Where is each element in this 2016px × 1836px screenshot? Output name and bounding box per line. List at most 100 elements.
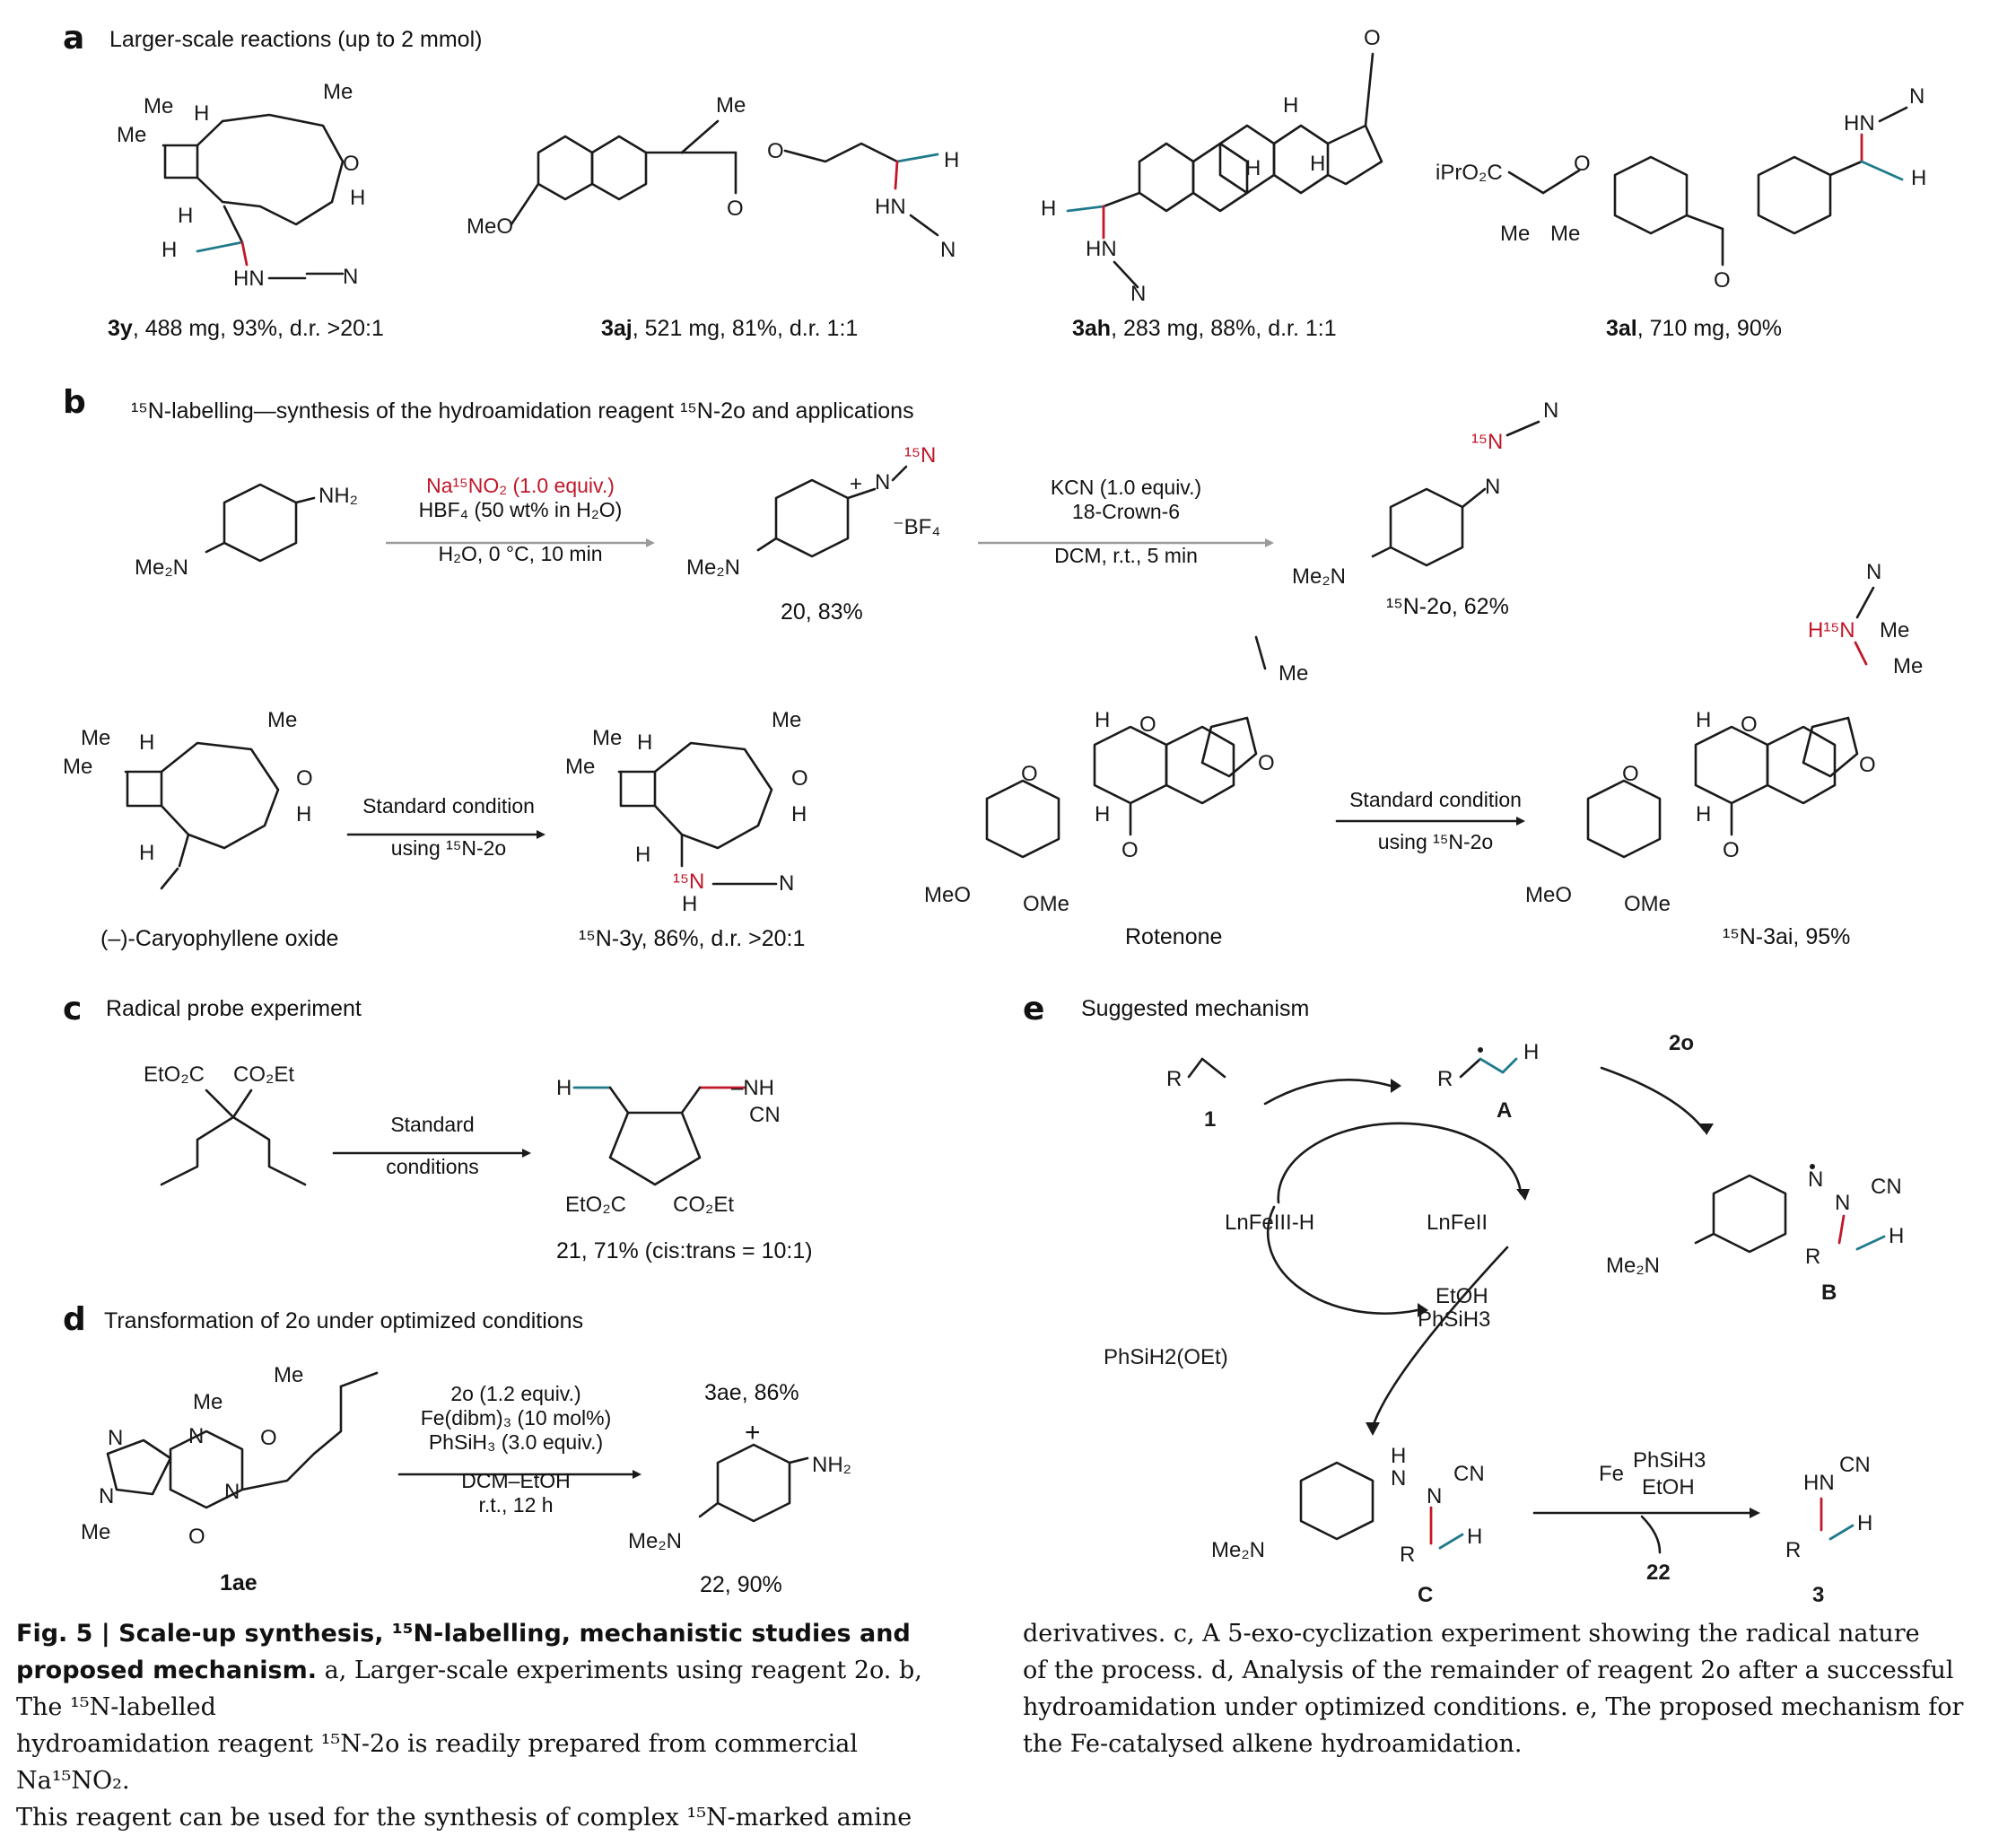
svg-text:MeO: MeO [1525,883,1572,907]
svg-text:O: O [1574,152,1591,176]
svg-text:–NH: –NH [731,1076,774,1100]
svg-text:N: N [1427,1484,1442,1508]
svg-text:EtOH: EtOH [1642,1475,1695,1499]
panel-d-title: Transformation of 2o under optimized con… [104,1308,584,1333]
svg-text:HN: HN [1086,237,1117,261]
svg-text:OMe: OMe [1624,892,1671,916]
svg-text:N: N [1485,475,1500,499]
svg-text:O: O [188,1525,205,1549]
svg-text:H: H [139,730,154,755]
svg-text:H: H [556,1076,572,1100]
caption-3y: 3y, 488 mg, 93%, d.r. >20:1 [108,316,384,341]
svg-text:H: H [350,186,365,210]
svg-text:O: O [1121,838,1139,862]
panel-b-title: ¹⁵N-labelling—synthesis of the hydroamid… [131,398,914,424]
caption-rotenone: Rotenone [1125,924,1223,949]
svg-text:N: N [1391,1466,1406,1491]
svg-text:C: C [1418,1583,1433,1607]
svg-text:H: H [1041,197,1056,221]
svg-text:CN: CN [1453,1462,1485,1486]
svg-text:H: H [682,892,697,916]
svg-text:H: H [1391,1444,1406,1468]
svg-text:PhSiH3: PhSiH3 [1633,1448,1706,1473]
svg-text:O: O [343,152,360,176]
svg-text:Me₂N: Me₂N [628,1529,682,1553]
arrow-b4 [1335,817,1525,826]
caption-20: 20, 83% [781,599,863,625]
svg-text:H: H [635,843,650,867]
svg-text:R: R [1437,1067,1453,1091]
svg-text:Me: Me [274,1363,303,1387]
svg-text:H: H [139,841,154,865]
svg-text:N: N [1909,84,1924,109]
svg-text:Me: Me [81,1520,110,1544]
svg-text:Me₂N: Me₂N [1606,1254,1660,1278]
cond-b3: Standard condition using ¹⁵N-2o [362,794,535,860]
panel-a-title: Larger-scale reactions (up to 2 mmol) [109,27,483,52]
structure-20: +N ¹⁵N ⁻BF₄ Me₂N [686,443,940,580]
svg-text:Me₂N: Me₂N [1211,1538,1265,1562]
caption-21: 21, 71% (cis:trans = 10:1) [556,1238,813,1263]
svg-text:Me: Me [1550,222,1580,246]
svg-text:O: O [1741,713,1758,737]
reagents-d: 2o (1.2 equiv.) Fe(dibm)₃ (10 mol%) PhSi… [420,1382,612,1517]
svg-text:CN: CN [1839,1453,1871,1477]
svg-text:Me: Me [592,726,622,750]
svg-text:H: H [1095,802,1110,826]
svg-text:H: H [1283,93,1298,118]
caption-1ae: 1ae [220,1570,257,1596]
figure-caption-right: derivatives. c, A 5-exo-cyclization expe… [1023,1615,2010,1762]
svg-text:O: O [1714,268,1731,293]
svg-text:N: N [940,238,956,262]
panel-letter-e: e [1023,991,1045,1027]
structure-15n-2o: ¹⁵N N N Me₂N [1292,398,1558,589]
panel-letter-d: d [63,1301,86,1338]
svg-text:H: H [296,802,311,826]
caption-3aj: 3aj, 521 mg, 81%, d.r. 1:1 [601,316,859,341]
svg-text:⁻BF₄: ⁻BF₄ [893,515,940,539]
svg-text:A: A [1497,1098,1512,1123]
svg-text:Me: Me [63,755,92,779]
panel-letter-a: a [63,20,85,57]
svg-text:O: O [791,766,808,791]
svg-text:CN: CN [1871,1175,1902,1199]
caption-3ah: 3ah, 283 mg, 88%, d.r. 1:1 [1072,316,1337,341]
caption-left-line3: This reagent can be used for the synthes… [16,1804,912,1832]
svg-text:Me: Me [1893,654,1923,678]
svg-text:H: H [178,204,193,228]
caption-3ae: 3ae, 86% [704,1380,799,1405]
svg-text:NH₂: NH₂ [319,484,358,508]
svg-text:N: N [779,871,794,896]
svg-text:NH₂: NH₂ [812,1453,851,1477]
structure-3aj: MeO Me O O H HN N [467,93,959,262]
svg-text:EtO₂C: EtO₂C [565,1193,626,1217]
caption-3al: 3al, 710 mg, 90% [1606,316,1782,341]
svg-text:¹⁵N: ¹⁵N [1471,430,1503,454]
svg-text:O: O [1622,762,1639,786]
panel-c-title: Radical probe experiment [106,996,362,1021]
svg-text:LnFeII: LnFeII [1427,1211,1488,1235]
svg-text:Me: Me [1880,618,1909,643]
caption-left-line2: hydroamidation reagent ¹⁵N-2o is readily… [16,1730,859,1795]
svg-text:HN: HN [233,267,265,291]
figure-caption-left: Fig. 5 | Scale-up synthesis, ¹⁵N-labelli… [16,1615,967,1836]
arrow-b1 [386,538,655,547]
svg-text:3: 3 [1812,1583,1824,1607]
svg-text:H: H [1889,1224,1904,1248]
svg-text:PhSiH3: PhSiH3 [1418,1307,1490,1332]
svg-text:R: R [1785,1538,1801,1562]
svg-text:H: H [161,238,177,262]
panel-e-title: Suggested mechanism [1081,996,1310,1021]
svg-text:Me: Me [193,1390,223,1414]
plus-sign: + [745,1418,761,1447]
svg-text:R: R [1166,1067,1182,1091]
svg-text:H: H [1310,152,1325,176]
svg-text:H: H [1245,156,1261,180]
